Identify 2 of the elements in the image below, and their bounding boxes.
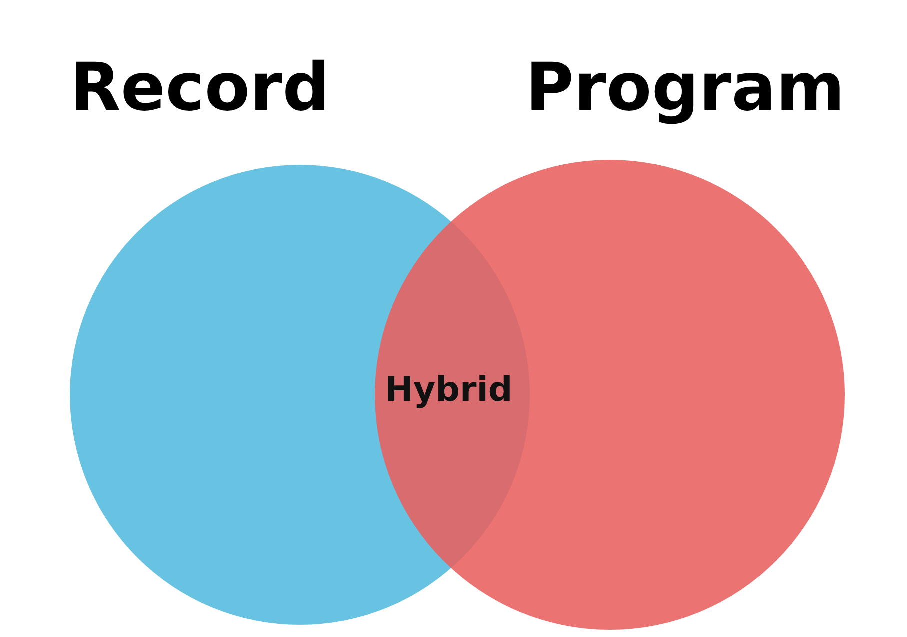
overlap-label: Hybrid	[385, 370, 513, 410]
circle-heading: Record	[70, 55, 330, 121]
